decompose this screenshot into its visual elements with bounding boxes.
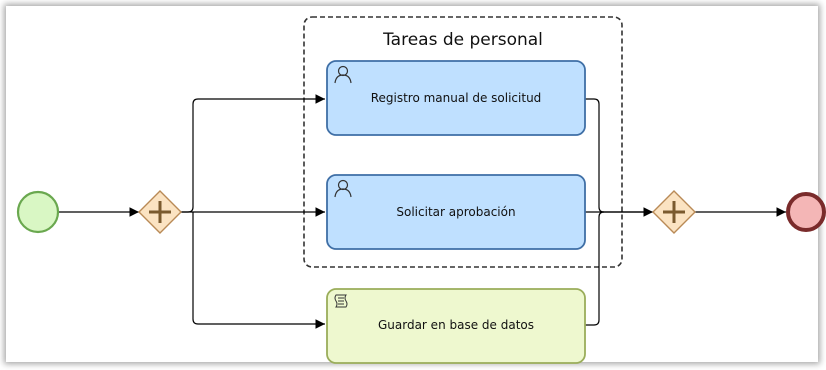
parallel-split-gateway[interactable] [138, 190, 182, 234]
start-event[interactable] [16, 190, 60, 234]
task-registro-manual[interactable]: Registro manual de solicitud [326, 60, 586, 136]
end-event[interactable] [786, 192, 826, 232]
task-label: Solicitar aprobación [396, 205, 515, 219]
script-icon [334, 294, 348, 308]
group-label: Tareas de personal [382, 30, 543, 50]
task-solicitar-aprobacion[interactable]: Solicitar aprobación [326, 174, 586, 250]
task-label: Guardar en base de datos [378, 318, 534, 332]
user-icon [334, 65, 352, 84]
flow-guardar-to-join[interactable] [585, 211, 605, 326]
parallel-join-gateway[interactable] [652, 190, 696, 234]
flow-split-to-guardar[interactable] [192, 212, 325, 329]
task-label: Registro manual de solicitud [371, 91, 542, 105]
task-guardar-base-datos[interactable]: Guardar en base de datos [326, 288, 586, 364]
plus-icon [663, 201, 685, 223]
flow-registro-to-join[interactable] [585, 98, 644, 213]
plus-icon [149, 201, 171, 223]
user-icon [334, 179, 352, 198]
group-tareas-de-personal[interactable] [303, 16, 623, 268]
